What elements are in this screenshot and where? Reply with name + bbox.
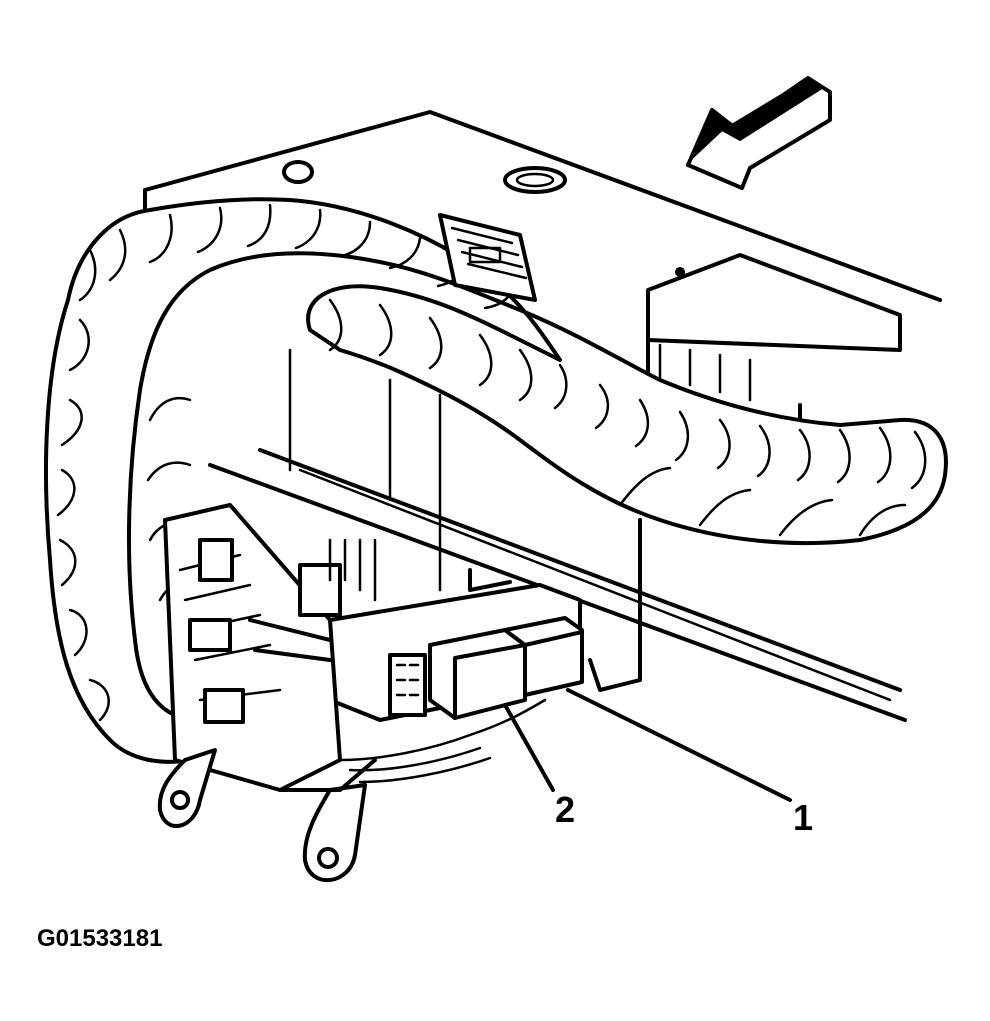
relay bbox=[428, 616, 584, 720]
leader-line-2 bbox=[503, 703, 555, 792]
panel-outline bbox=[143, 110, 942, 302]
callout-label-1: 1 bbox=[793, 797, 813, 838]
leader-line-1 bbox=[566, 688, 792, 802]
callout-leaders bbox=[503, 688, 792, 802]
wiring-harness-loop bbox=[44, 197, 948, 764]
callout-label-2: 2 bbox=[555, 789, 575, 830]
harness-lower-wires bbox=[338, 698, 547, 784]
left-fuse-block bbox=[163, 503, 377, 792]
arrow-icon bbox=[686, 76, 832, 190]
harness-connector-top bbox=[438, 213, 537, 302]
figure-id: G01533181 bbox=[37, 925, 162, 952]
